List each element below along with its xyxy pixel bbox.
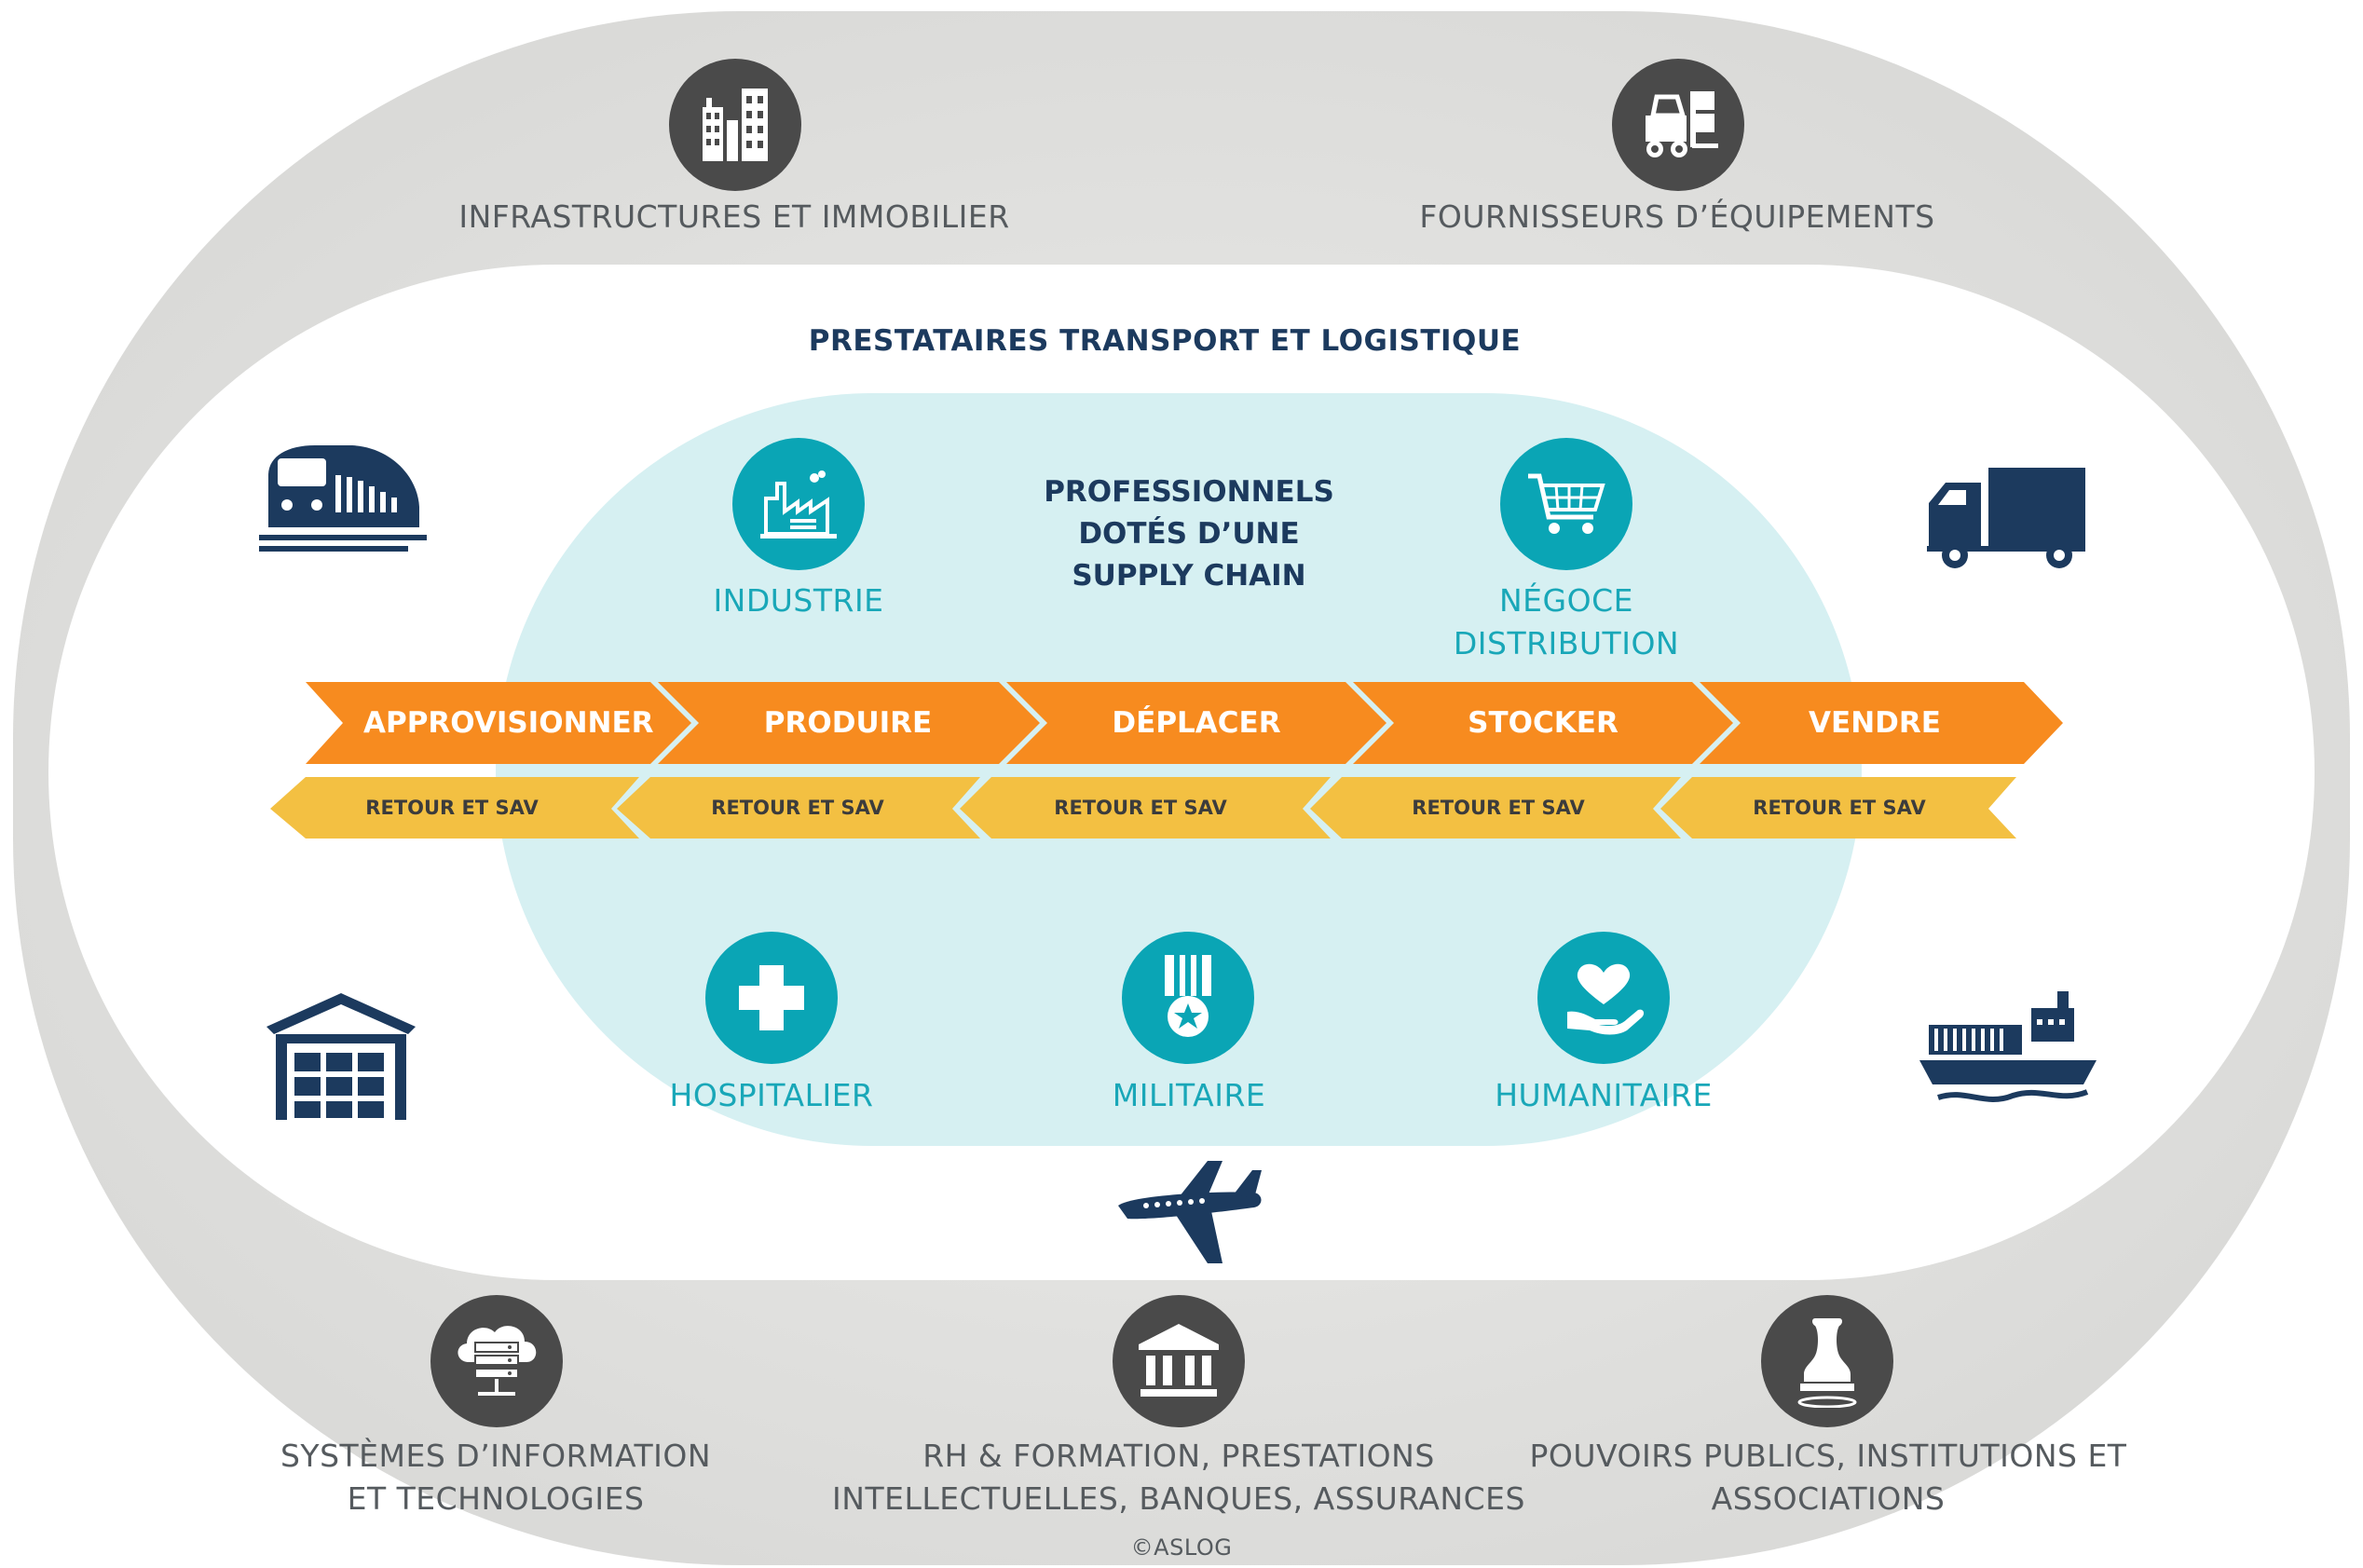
label-pouvoirs-line-1: POUVOIRS PUBLICS, INSTITUTIONS ET [1529,1438,2127,1474]
step-vendre: VENDRE [1809,706,1941,740]
title-line-1: PROFESSIONNELS [1044,475,1334,509]
medical-cross-icon [705,932,838,1064]
medal-icon [1122,932,1254,1064]
truck-icon [1927,468,2085,568]
return-chevron-5 [1660,777,2016,839]
label-systemes-line-1: SYSTÈMES D’INFORMATION [280,1438,712,1474]
label-hospitalier: HOSPITALIER [669,1077,874,1113]
chevron-deplacer [1006,682,1386,764]
heart-hand-icon [1537,932,1670,1064]
step-produire: PRODUIRE [763,706,933,740]
copyright: ©ASLOG [1130,1534,1233,1561]
stamp-icon [1761,1295,1893,1427]
return-label-1: RETOUR ET SAV [365,797,539,819]
step-stocker: STOCKER [1468,706,1619,740]
return-chevron-3 [960,777,1331,839]
label-systemes-line-2: ET TECHNOLOGIES [347,1480,645,1517]
title-professionnels: PROFESSIONNELS DOTÉS D’UNE SUPPLY CHAIN [1003,471,1375,597]
label-infrastructures: INFRASTRUCTURES ET IMMOBILIER [458,198,1010,235]
return-chevron-4 [1310,777,1681,839]
return-label-2: RETOUR ET SAV [711,797,884,819]
label-humanitaire: HUMANITAIRE [1495,1077,1713,1113]
core-zone [496,393,1862,1146]
airplane-icon [1118,1161,1262,1263]
label-pouvoirs: POUVOIRS PUBLICS, INSTITUTIONS ET ASSOCI… [1502,1435,2154,1520]
step-approvisionner: APPROVISIONNER [363,706,654,740]
title-line-2: DOTÉS D’UNE [1078,517,1300,551]
chevron-vendre [1700,682,2063,764]
label-pouvoirs-line-2: ASSOCIATIONS [1711,1480,1946,1517]
return-label-3: RETOUR ET SAV [1054,797,1227,819]
shopping-cart-icon [1500,438,1632,570]
return-label-4: RETOUR ET SAV [1412,797,1585,819]
forklift-icon [1612,59,1744,191]
label-industrie: INDUSTRIE [713,582,884,619]
label-militaire: MILITAIRE [1112,1077,1266,1113]
title-prestataires: PRESTATAIRES TRANSPORT ET LOGISTIQUE [808,324,1522,358]
return-chevron-1 [270,777,639,839]
buildings-icon [669,59,801,191]
chevron-stocker [1353,682,1733,764]
label-negoce: NÉGOCE DISTRIBUTION [1427,579,1706,665]
label-fournisseurs: FOURNISSEURS D’ÉQUIPEMENTS [1419,198,1935,235]
label-negoce-line-1: NÉGOCE [1499,582,1633,619]
chevron-produire [658,682,1040,764]
label-systemes: SYSTÈMES D’INFORMATION ET TECHNOLOGIES [216,1435,775,1520]
warehouse-icon [266,993,416,1120]
bank-icon [1113,1295,1245,1427]
label-negoce-line-2: DISTRIBUTION [1453,625,1680,661]
chevron-approvisionner [306,682,691,764]
return-chevron-2 [617,777,980,839]
train-icon [259,445,427,552]
factory-icon [732,438,865,570]
return-label-5: RETOUR ET SAV [1753,797,1926,819]
container-ship-icon [1919,991,2097,1102]
label-rh-line-1: RH & FORMATION, PRESTATIONS [922,1438,1435,1474]
label-rh: RH & FORMATION, PRESTATIONS INTELLECTUEL… [806,1435,1551,1520]
label-rh-line-2: INTELLECTUELLES, BANQUES, ASSURANCES [832,1480,1525,1517]
step-deplacer: DÉPLACER [1112,706,1281,740]
server-cloud-icon [430,1295,563,1427]
title-line-3: SUPPLY CHAIN [1072,559,1306,593]
